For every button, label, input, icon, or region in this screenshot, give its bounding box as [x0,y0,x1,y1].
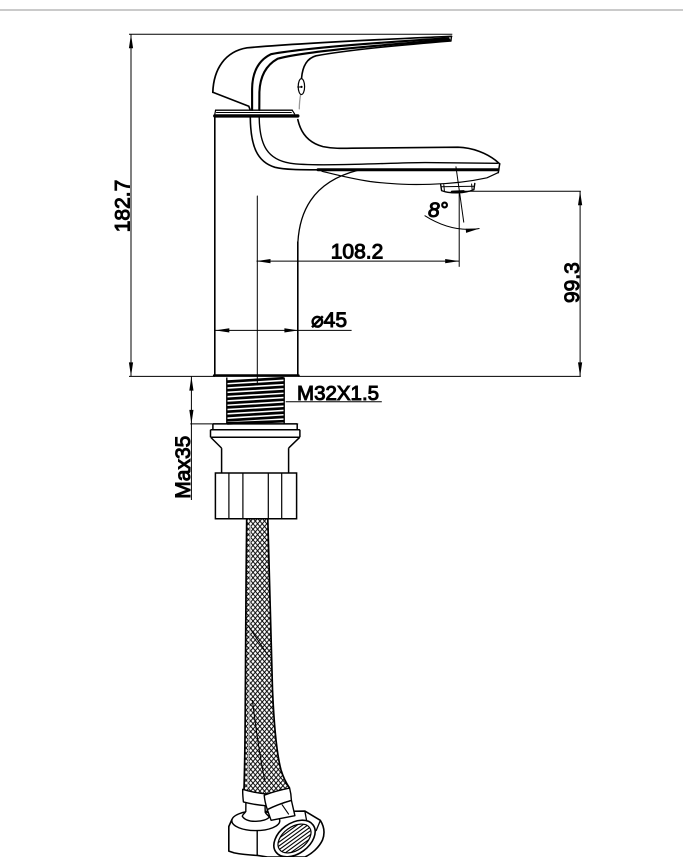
dim-spout-reach: 108.2 [256,191,460,267]
dim-mounting-thread-label: M32X1.5 [297,382,379,405]
dim-max35-arrow-top [189,376,194,391]
nut-bore-thread-line-4 [274,822,312,850]
thread-hatch-line-3 [227,385,284,392]
spout-chin [321,170,499,186]
dim-max35-arrow-bottom [189,409,194,424]
dim-outlet-angle-label: 8° [428,199,448,222]
shank-washer-2 [209,429,301,439]
pivot-dot [300,85,303,88]
hose-left-edge [243,518,248,791]
dim-body-diameter-label: ⌀45 [311,309,347,332]
thread-hatch [227,376,284,425]
hose-nut-facets [228,473,283,519]
hose-braid-seam-1 [247,625,270,657]
nut-bore-thread-line-7 [279,829,317,857]
thread-hatch-line-2 [227,381,284,388]
elbow-prism [266,799,296,821]
spout-fillet-lower [249,116,319,171]
dim-outlet-height-label: 99.3 [561,262,584,303]
dimensions: 182.7 108.2 99.3 ⌀45 [111,33,585,500]
thread-hatch-line-7 [227,402,284,409]
elbow-prism-facet [281,804,290,815]
handle-hub-slant [212,91,251,111]
dim-45-arrow-left [215,328,230,333]
collar-notch [291,109,296,115]
threaded-shank [209,376,301,520]
thread-hatch-line-6 [227,398,284,405]
thread-hatch-line-4 [227,389,284,396]
nut-bore-thread-line-3 [272,819,310,848]
collar-left-slant [214,109,217,115]
shank-washer-1 [212,423,298,430]
dim-45-arrow-right [284,328,299,333]
shank-cone [210,436,301,449]
spout-back-fillet [297,169,359,243]
spout-shoulder [297,118,501,165]
dim-spout-reach-label: 108.2 [331,241,384,264]
hub-front-edge [298,92,302,110]
shank-cylinder [220,448,290,473]
spout-tip-edge [497,163,501,174]
thread-hatch-line-1 [227,376,284,383]
hose-right-edge [266,518,291,789]
thread-hatch-line-10 [227,415,284,422]
dim-108-arrow-left [256,259,271,264]
thread-hatch-line-9 [227,411,284,418]
dim-body-diameter: ⌀45 [215,309,352,333]
faucet-outline [211,35,501,386]
bottom-fitting [228,787,325,857]
spout-fillet-upper [258,116,499,166]
thread-hatch-line-8 [227,406,284,414]
dim-outlet-height: 99.3 [298,190,585,377]
braided-hose [243,518,291,810]
aerator-tick-left [443,184,445,192]
aerator-tick-right [471,183,473,191]
dim-182-arrow-top [128,34,134,49]
swivel-nut-edge-2 [315,820,321,832]
dim-182-arrow-bottom [128,362,134,377]
nut-bore-thread-line-6 [277,827,315,855]
handle-top-silhouette [211,35,453,94]
handle-crease-b [258,38,451,111]
hose-braid-fill [244,518,290,810]
hose-braid-seam-2 [251,699,266,783]
handle-bottom-silhouette [300,40,452,80]
dim-99-arrow-top [578,191,583,206]
aerator-seam [440,185,475,188]
angle-axis-line [455,166,465,223]
dim-overall-height-label: 182.7 [111,180,134,233]
dim-overall-height: 182.7 [111,33,453,377]
dim-mounting-thread: M32X1.5 [285,381,382,405]
dim-outlet-angle: 8° [424,166,480,233]
dim-max-deck: Max35 [172,376,299,500]
dim-99-arrow-bottom [578,362,583,377]
hose-inner-seam [246,524,251,790]
thread-hatch-line-5 [227,394,284,401]
dim-108-arrow-right [445,259,460,264]
thread-hatch-line-11 [227,419,284,425]
handle-crease-a [251,37,450,111]
hose-nut-outline [214,472,298,520]
nut-bore-thread-line-5 [275,824,314,853]
boss-tube [241,801,270,823]
dim-max-deck-label: Max35 [172,436,195,499]
angle-arc-arrow [465,228,480,233]
